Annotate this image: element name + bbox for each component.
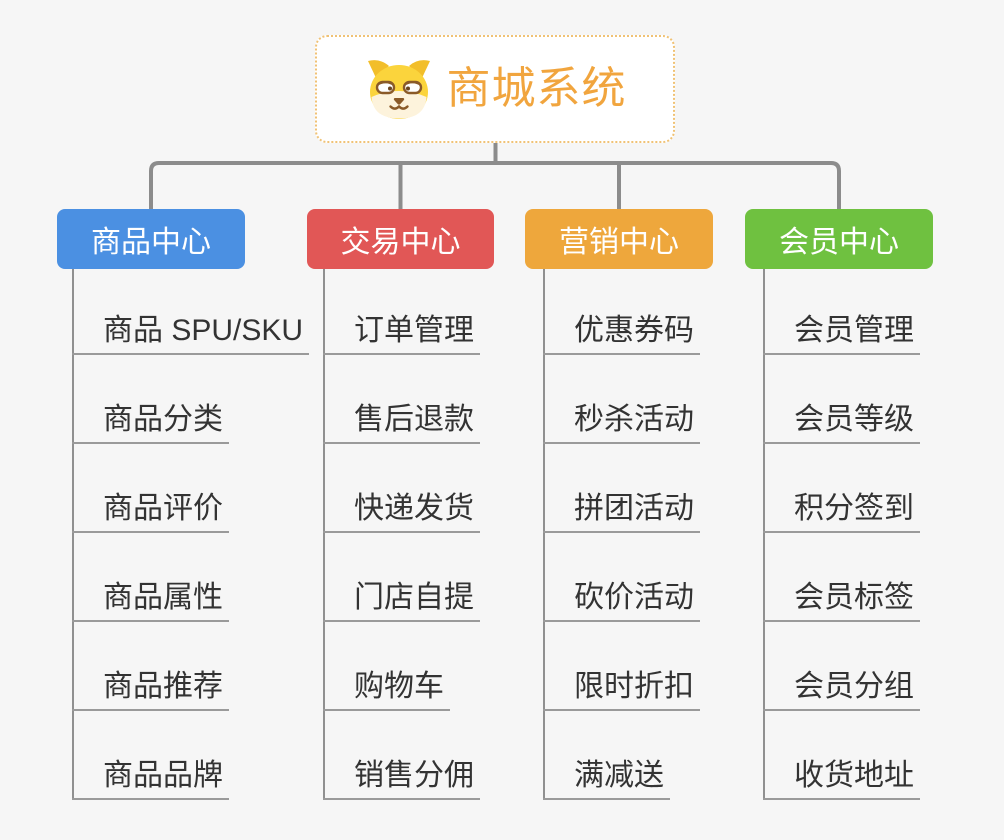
child-node[interactable]: 快递发货 bbox=[323, 491, 480, 533]
branch-children-marketing-center: 优惠券码 秒杀活动 拼团活动 砍价活动 限时折扣 满减送 bbox=[543, 269, 783, 800]
child-node[interactable]: 限时折扣 bbox=[543, 669, 700, 711]
child-node[interactable]: 商品品牌 bbox=[72, 758, 229, 800]
child-node[interactable]: 砍价活动 bbox=[543, 580, 700, 622]
child-node[interactable]: 购物车 bbox=[323, 669, 450, 711]
branch-label: 交易中心 bbox=[340, 226, 461, 259]
child-node[interactable]: 会员等级 bbox=[763, 402, 920, 444]
root-title: 商城系统 bbox=[446, 64, 627, 113]
child-node[interactable]: 商品评价 bbox=[72, 491, 229, 533]
branch-node-member-center[interactable]: 会员中心 bbox=[745, 209, 933, 269]
child-node[interactable]: 门店自提 bbox=[323, 580, 480, 622]
child-node[interactable]: 订单管理 bbox=[323, 313, 480, 355]
child-node[interactable]: 满减送 bbox=[543, 758, 670, 800]
root-node[interactable]: 商城系统 bbox=[315, 35, 675, 143]
branch-children-product-center: 商品 SPU/SKU 商品分类 商品评价 商品属性 商品推荐 商品品牌 bbox=[72, 269, 312, 800]
child-node[interactable]: 优惠券码 bbox=[543, 313, 700, 355]
dog-face-icon bbox=[367, 60, 430, 119]
branch-label: 商品中心 bbox=[91, 226, 211, 259]
child-node[interactable]: 会员管理 bbox=[763, 313, 920, 355]
branch-node-marketing-center[interactable]: 营销中心 bbox=[525, 209, 713, 269]
branch-label: 会员中心 bbox=[779, 226, 899, 259]
child-node[interactable]: 销售分佣 bbox=[323, 758, 480, 800]
child-node[interactable]: 售后退款 bbox=[323, 402, 480, 444]
child-node[interactable]: 拼团活动 bbox=[543, 491, 700, 533]
child-node[interactable]: 商品属性 bbox=[72, 580, 229, 622]
branch-children-trade-center: 订单管理 售后退款 快递发货 门店自提 购物车 销售分佣 bbox=[323, 269, 563, 800]
child-node[interactable]: 收货地址 bbox=[763, 758, 920, 800]
child-node[interactable]: 商品 SPU/SKU bbox=[72, 313, 310, 355]
branch-children-member-center: 会员管理 会员等级 积分签到 会员标签 会员分组 收货地址 bbox=[763, 269, 1003, 800]
branch-node-trade-center[interactable]: 交易中心 bbox=[307, 209, 494, 269]
child-node[interactable]: 会员标签 bbox=[763, 580, 920, 622]
branch-label: 营销中心 bbox=[559, 226, 679, 259]
child-node[interactable]: 商品分类 bbox=[72, 402, 229, 444]
child-node[interactable]: 商品推荐 bbox=[72, 669, 229, 711]
child-node[interactable]: 积分签到 bbox=[763, 491, 920, 533]
child-node[interactable]: 秒杀活动 bbox=[543, 402, 700, 444]
child-node[interactable]: 会员分组 bbox=[763, 669, 920, 711]
branch-node-product-center[interactable]: 商品中心 bbox=[57, 209, 245, 269]
